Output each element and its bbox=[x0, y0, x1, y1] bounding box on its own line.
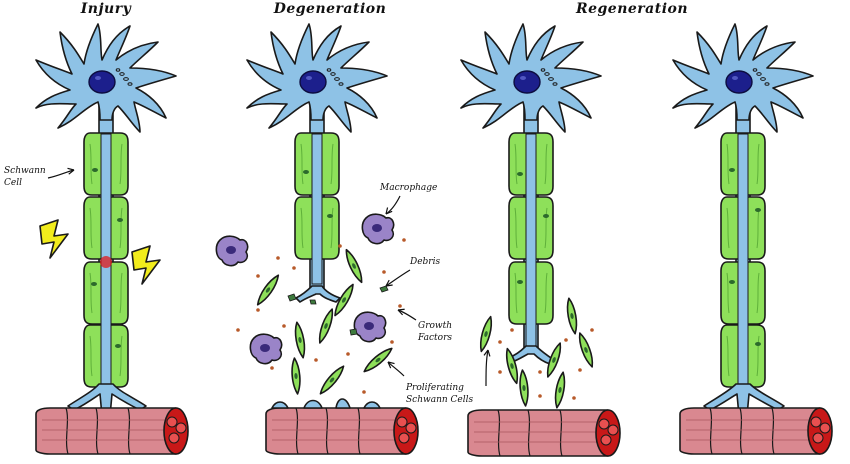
muscle-fiber bbox=[679, 407, 833, 455]
macrophage bbox=[215, 235, 249, 267]
pointer-arrow-icon bbox=[47, 169, 75, 179]
label-macrophage: Macrophage bbox=[379, 183, 437, 193]
lightning-bolt-icon bbox=[39, 219, 69, 259]
neuron-cell-body bbox=[460, 23, 602, 133]
label-schwann-cell-line2: Cell bbox=[4, 178, 22, 188]
macrophage bbox=[361, 213, 395, 245]
panel-degeneration: Macrophage Debris Growth Factors Prolife… bbox=[215, 23, 492, 455]
stage-title-injury: Injury bbox=[80, 1, 132, 17]
proliferating-schwann-cell bbox=[476, 314, 496, 354]
proliferating-schwann-cell bbox=[289, 356, 303, 396]
proliferating-schwann-cell bbox=[564, 296, 580, 336]
muscle-fiber bbox=[265, 407, 419, 455]
proliferating-schwann-cell bbox=[517, 368, 531, 408]
growth-factors bbox=[498, 328, 594, 400]
stage-title-regeneration: Regeneration bbox=[575, 1, 688, 17]
label-schwann-cell: Schwann bbox=[4, 166, 46, 176]
lightning-bolt-icon bbox=[131, 245, 161, 285]
panel-regeneration-early bbox=[460, 23, 621, 457]
muscle-fiber bbox=[35, 407, 189, 455]
neuron-cell-body bbox=[672, 23, 814, 133]
proliferating-schwann-cell bbox=[315, 307, 337, 345]
label-proliferating-schwann-cells-line2: Schwann Cells bbox=[406, 395, 473, 405]
proliferating-schwann-cell bbox=[316, 363, 348, 397]
proliferating-schwann-cell bbox=[361, 344, 395, 376]
proliferating-schwann-cell bbox=[253, 272, 283, 308]
stage-title-degeneration: Degeneration bbox=[273, 1, 387, 17]
macrophage bbox=[353, 311, 387, 343]
neuron-cell-body bbox=[35, 23, 177, 133]
panel-regeneration-complete bbox=[672, 23, 833, 455]
label-proliferating-schwann-cells: Proliferating bbox=[405, 383, 464, 393]
muscle-fiber bbox=[467, 409, 621, 457]
proliferating-schwann-cell bbox=[342, 247, 366, 285]
debris bbox=[287, 285, 389, 336]
macrophage bbox=[249, 333, 283, 365]
growth-factors bbox=[236, 238, 406, 394]
label-growth-factors-line2: Factors bbox=[417, 333, 452, 343]
proliferating-schwann-cell bbox=[552, 370, 568, 410]
injury-site bbox=[100, 256, 112, 268]
label-debris: Debris bbox=[409, 257, 440, 267]
proliferating-schwann-cell bbox=[292, 320, 308, 360]
proliferating-schwann-cell bbox=[575, 331, 597, 369]
neuron-cell-body bbox=[246, 23, 388, 133]
panel-injury: Schwann Cell bbox=[4, 23, 189, 455]
label-growth-factors: Growth bbox=[418, 321, 452, 331]
